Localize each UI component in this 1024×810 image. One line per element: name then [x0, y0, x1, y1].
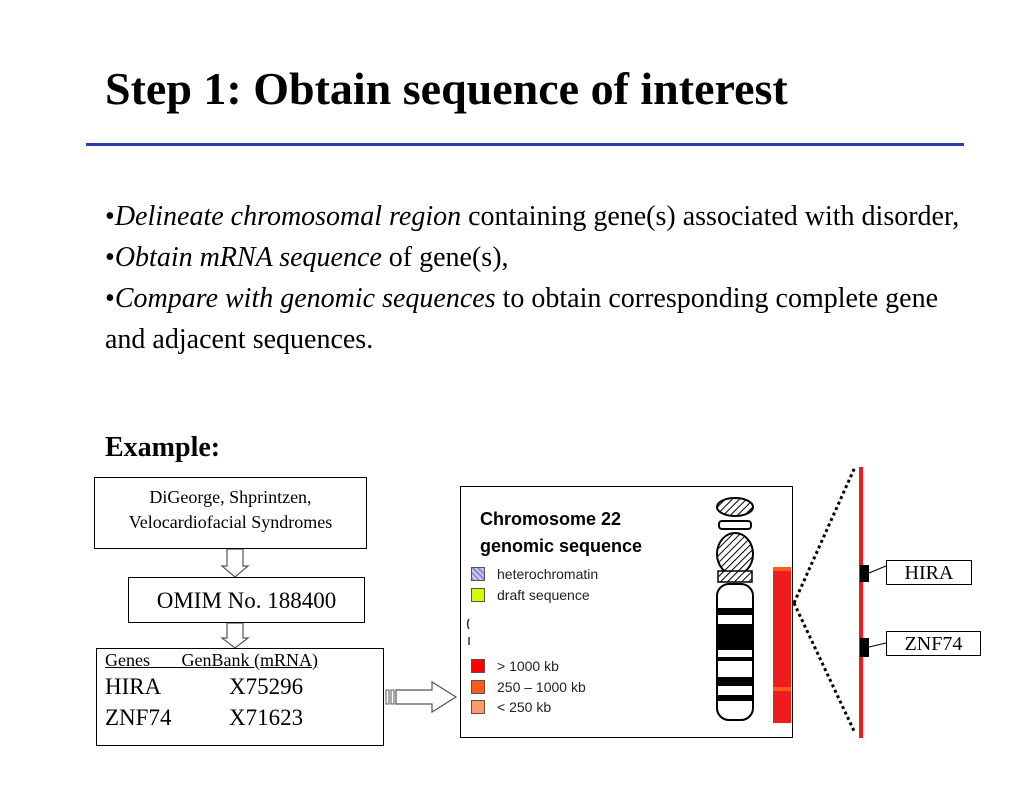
hira-label: HIRA	[886, 560, 972, 585]
legend-item: > 1000 kb	[471, 658, 559, 674]
legend-label: draft sequence	[497, 587, 590, 603]
bullet-text: to obtain corresponding complete gene an…	[105, 283, 939, 355]
bullet-text: of gene(s),	[381, 242, 509, 273]
size-swatch	[471, 680, 485, 694]
chromosome-title-line: Chromosome 22	[480, 509, 622, 529]
gene-accession: X71623	[229, 705, 304, 730]
hira-marker	[860, 565, 869, 582]
chromosome-title: Chromosome 22 genomic sequence	[480, 506, 642, 560]
chromosome-ideogram	[466, 497, 791, 723]
bullet-list: •Delineate chromosomal region containing…	[105, 196, 965, 360]
genes-header: Genes GenBank (mRNA)	[105, 650, 318, 670]
legend-item: heterochromatin	[471, 566, 598, 582]
genes-box: Genes GenBank (mRNA) HIRA X75296 ZNF74 X71…	[96, 648, 384, 746]
chromosome-title-line: genomic sequence	[480, 536, 643, 556]
gene-row: HIRA X75296	[105, 671, 383, 702]
gene-row: ZNF74 X71623	[105, 702, 383, 733]
heterochromatin-swatch	[471, 567, 485, 581]
bullet-item: •Delineate chromosomal region containing…	[105, 196, 965, 237]
draft-sequence-swatch	[471, 588, 485, 602]
znf74-leader	[868, 642, 887, 648]
syndromes-line: DiGeorge, Shprintzen,	[149, 487, 312, 507]
right-arrow-icon	[385, 680, 458, 714]
legend-label: heterochromatin	[497, 566, 599, 582]
zoom-line-top	[792, 466, 857, 604]
legend-label: > 1000 kb	[497, 658, 559, 674]
down-arrow-icon	[220, 622, 250, 649]
slide-title: Step 1: Obtain sequence of interest	[105, 63, 788, 114]
omim-box: OMIM No. 188400	[128, 577, 365, 623]
zoom-line-bottom	[792, 602, 857, 734]
title-divider	[86, 143, 964, 146]
bullet-emphasis: Compare with genomic sequences	[114, 283, 496, 314]
chromosome-panel: Chromosome 22 genomic sequence heterochr…	[460, 486, 793, 738]
legend-item: draft sequence	[471, 587, 590, 603]
example-heading: Example:	[105, 432, 221, 463]
gene-accession: X75296	[229, 674, 304, 699]
syndromes-line: Velocardiofacial Syndromes	[128, 512, 333, 532]
znf74-marker	[860, 638, 869, 657]
bullet-emphasis: Delineate chromosomal region	[114, 201, 462, 232]
bullet-marker: •	[105, 283, 115, 314]
legend-item: 250 – 1000 kb	[471, 679, 586, 695]
bullet-text: containing gene(s) associated with disor…	[461, 201, 960, 232]
hira-leader	[868, 565, 887, 574]
bullet-marker: •	[105, 242, 115, 273]
bullet-marker: •	[105, 201, 115, 232]
down-arrow-icon	[220, 548, 250, 578]
gene-name: HIRA	[105, 674, 162, 699]
legend-label: 250 – 1000 kb	[497, 679, 586, 695]
bullet-emphasis: Obtain mRNA sequence	[114, 242, 382, 273]
syndromes-box: DiGeorge, Shprintzen, Velocardiofacial S…	[94, 477, 367, 549]
genomic-region-bar	[859, 467, 863, 738]
bullet-item: •Obtain mRNA sequence of gene(s),	[105, 237, 965, 278]
znf74-label: ZNF74	[886, 631, 981, 656]
size-swatch	[471, 659, 485, 673]
gene-name: ZNF74	[105, 705, 172, 730]
bullet-item: •Compare with genomic sequences to obtai…	[105, 278, 965, 360]
legend-label: < 250 kb	[497, 699, 552, 715]
size-swatch	[471, 700, 485, 714]
legend-item: < 250 kb	[471, 699, 551, 715]
